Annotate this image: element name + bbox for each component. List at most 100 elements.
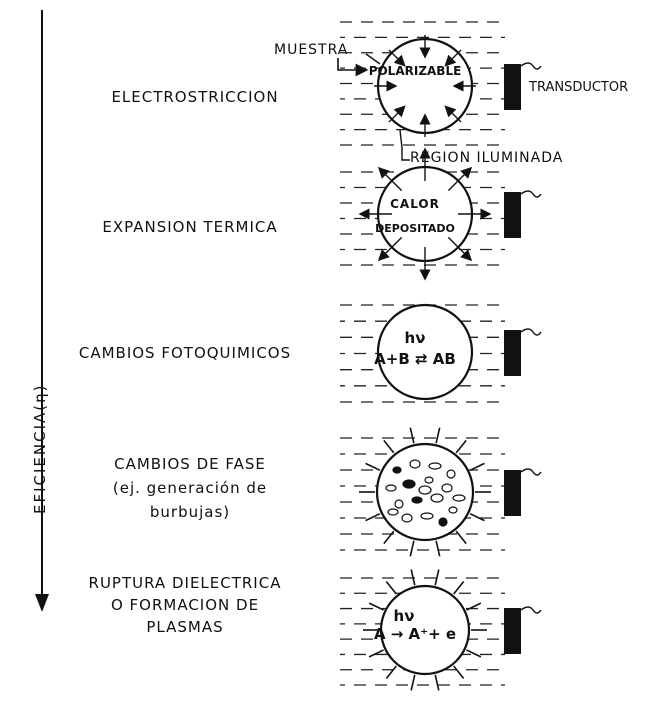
bubble-0	[392, 466, 402, 474]
circle-2-text-line-2: DEPOSITADO	[375, 222, 455, 235]
bubble-3	[446, 469, 456, 479]
bubble-8	[452, 494, 466, 502]
mechanism-title-4-line-3: burbujas)	[149, 503, 231, 521]
bubble-15	[438, 517, 448, 527]
mechanism-title-5-line-3: PLASMAS	[146, 618, 224, 636]
pressure-arrow-1-1	[444, 105, 462, 123]
circle-3-text-2: A+B ⇄ AB	[365, 350, 465, 368]
axis-label-text: EFICIENCIA	[31, 410, 49, 514]
bubble-7	[441, 483, 453, 493]
circle-3-text-line-1: hν	[404, 329, 426, 347]
spike-5-6	[368, 649, 384, 658]
spike-5-4	[410, 674, 416, 691]
spike-4-13	[469, 462, 485, 472]
expansion-arrow-2-1	[447, 236, 473, 262]
muestra-pointer-tick	[365, 53, 381, 65]
callout-region-text: REGION ILUMINADA	[410, 150, 564, 166]
expansion-arrow-2-7	[447, 166, 473, 192]
circle-5-text-line-1: hν	[393, 607, 415, 625]
spike-5-3	[434, 674, 440, 691]
spike-4-5	[383, 530, 395, 545]
sample-circle-5	[379, 584, 471, 676]
circle-2-text-2: DEPOSITADO	[360, 222, 470, 235]
bubble-6	[424, 476, 434, 484]
transducer-block-1	[504, 64, 521, 110]
efficiency-axis-label: EFICIENCIA(η)	[31, 383, 49, 514]
callout-transductor: TRANSDUCTOR	[529, 80, 628, 95]
bubble-4	[385, 484, 397, 492]
mechanism-title-1: ELECTROSTRICCION	[100, 88, 290, 106]
callout-muestra-text: MUESTRA	[274, 42, 349, 58]
circle-3-text-1: hν	[385, 329, 445, 347]
bubble-11	[430, 493, 444, 503]
transducer-wire-2	[520, 190, 542, 198]
transducer-block-3	[504, 330, 521, 376]
spike-5-12	[453, 581, 465, 595]
spike-5-5	[385, 665, 397, 679]
transducer-block-4	[504, 470, 521, 516]
transducer-wire-1	[520, 62, 542, 70]
spike-5-10	[410, 569, 416, 586]
transducer-wire-3	[520, 328, 542, 336]
circle-5-text-2: A → A⁺+ e	[360, 625, 470, 643]
pressure-arrow-1-5	[388, 49, 406, 67]
mechanism-title-2-line-1: EXPANSION TERMICA	[102, 218, 278, 236]
bubble-17	[418, 485, 432, 495]
spike-4-9	[383, 439, 395, 454]
sample-circle-3	[376, 303, 474, 401]
spike-4-11	[435, 427, 441, 444]
spike-4-1	[469, 512, 485, 522]
circle-1-text: POLARIZABLE	[365, 64, 465, 78]
circle-1-text-line-1: POLARIZABLE	[368, 64, 462, 78]
circle-2-text-line-1: CALOR	[390, 197, 440, 211]
bubble-13	[401, 513, 413, 523]
spike-4-8	[365, 462, 381, 472]
pressure-arrow-1-7	[444, 49, 462, 67]
spike-4-2	[455, 530, 467, 545]
spike-4-6	[365, 512, 381, 522]
mechanism-title-5-line-2: O FORMACION DE	[110, 596, 260, 614]
circle-3-text-line-2: A+B ⇄ AB	[374, 350, 456, 368]
mechanism-title-5: RUPTURA DIELECTRICA O FORMACION DE PLASM…	[60, 572, 310, 638]
bubble-14	[420, 512, 434, 520]
spike-5-8	[368, 602, 384, 611]
mechanism-title-4-line-2: (ej. generación de	[112, 479, 268, 497]
mechanism-title-4: CAMBIOS DE FASE (ej. generación de burbu…	[70, 452, 310, 524]
spike-4-4	[409, 540, 415, 557]
bubble-12	[448, 506, 458, 514]
spike-5-13	[466, 602, 482, 611]
mechanism-title-1-line-1: ELECTROSTRICCION	[111, 88, 279, 106]
bubble-5	[402, 479, 416, 489]
mechanism-title-3: CAMBIOS FOTOQUIMICOS	[60, 344, 310, 362]
circle-5-text-line-2: A → A⁺+ e	[373, 625, 457, 643]
bubble-1	[409, 459, 421, 469]
spike-4-10	[409, 427, 415, 444]
mechanism-title-3-line-1: CAMBIOS FOTOQUIMICOS	[78, 344, 292, 362]
bubble-16	[387, 508, 399, 516]
efficiency-axis-arrowhead	[35, 594, 49, 612]
mechanism-title-2: EXPANSION TERMICA	[80, 218, 300, 236]
circle-2-text-1: CALOR	[365, 197, 465, 211]
transducer-wire-5	[520, 606, 542, 614]
spike-5-2	[453, 665, 465, 679]
axis-symbol: (η)	[31, 383, 49, 411]
transducer-wire-4	[520, 468, 542, 476]
bubble-2	[428, 462, 442, 470]
region-pointer-line	[401, 148, 410, 161]
spike-5-1	[466, 649, 482, 658]
spike-5-9	[385, 581, 397, 595]
muestra-pointer-arrow	[337, 58, 369, 77]
bubble-10	[411, 496, 423, 504]
spike-5-11	[434, 569, 440, 586]
circle-5-text-1: hν	[374, 607, 434, 625]
mechanism-title-5-line-1: RUPTURA DIELECTRICA	[88, 574, 282, 592]
expansion-arrow-2-5	[377, 166, 403, 192]
callout-transductor-text: TRANSDUCTOR	[529, 80, 629, 95]
region-pointer-lead	[399, 129, 403, 149]
mechanism-title-4-line-1: CAMBIOS DE FASE	[114, 455, 266, 473]
transducer-block-2	[504, 192, 521, 238]
pressure-arrow-1-3	[388, 105, 406, 123]
spike-4-12	[455, 439, 467, 454]
expansion-arrow-2-3	[377, 236, 403, 262]
